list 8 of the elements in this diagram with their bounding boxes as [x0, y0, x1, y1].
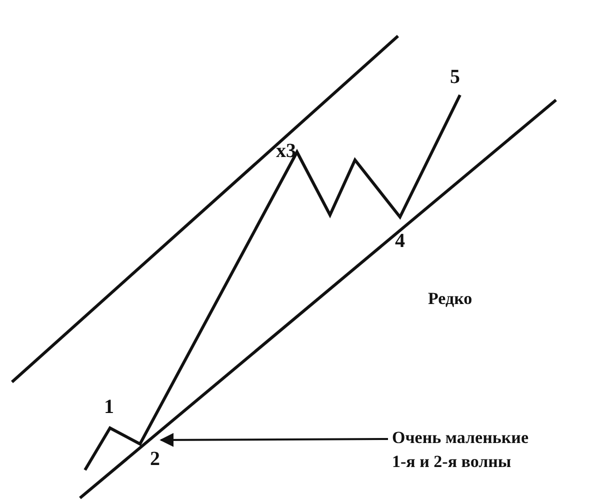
annotation-text: Редко	[428, 288, 472, 310]
wave-number: 4	[395, 230, 405, 252]
wave-number: 5	[450, 66, 460, 88]
annotation-text: Очень маленькие 1-я и 2-я волны	[392, 426, 542, 474]
wave-number: 2	[150, 448, 160, 470]
wave-number: 1	[104, 396, 114, 418]
wave-number: x3	[276, 140, 296, 162]
leader-arrow	[160, 432, 388, 447]
